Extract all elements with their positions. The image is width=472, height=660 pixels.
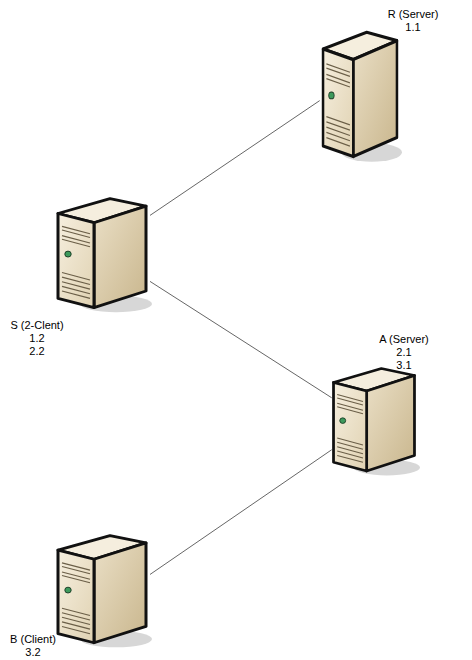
server-name: B (Client) bbox=[10, 633, 56, 646]
server-node: A (Server)2.13.1 bbox=[328, 365, 420, 478]
server-name: R (Server) bbox=[388, 8, 439, 21]
server-node: R (Server)1.1 bbox=[318, 28, 402, 165]
address-label: 1.2 bbox=[10, 332, 63, 345]
server-icon bbox=[52, 532, 152, 650]
address-label: 2.2 bbox=[10, 345, 63, 358]
server-node: B (Client)3.2 bbox=[52, 532, 152, 650]
server-icon bbox=[318, 28, 402, 165]
server-name: S (2-Clent) bbox=[10, 319, 63, 332]
network-link bbox=[150, 450, 332, 575]
server-label-group: S (2-Clent)1.22.2 bbox=[10, 319, 63, 358]
server-icon bbox=[328, 365, 420, 478]
address-label: 2.1 bbox=[379, 346, 429, 359]
server-name: A (Server) bbox=[379, 333, 429, 346]
server-node: S (2-Clent)1.22.2 bbox=[52, 195, 152, 315]
server-icon bbox=[52, 195, 152, 315]
server-label-group: B (Client)3.2 bbox=[10, 633, 56, 659]
address-label: 1.1 bbox=[388, 21, 439, 34]
address-label: 3.1 bbox=[379, 359, 429, 372]
address-label: 3.2 bbox=[10, 646, 56, 659]
server-label-group: A (Server)2.13.1 bbox=[379, 333, 429, 372]
server-label-group: R (Server)1.1 bbox=[388, 8, 439, 34]
network-link bbox=[150, 101, 320, 216]
network-link bbox=[150, 281, 332, 397]
